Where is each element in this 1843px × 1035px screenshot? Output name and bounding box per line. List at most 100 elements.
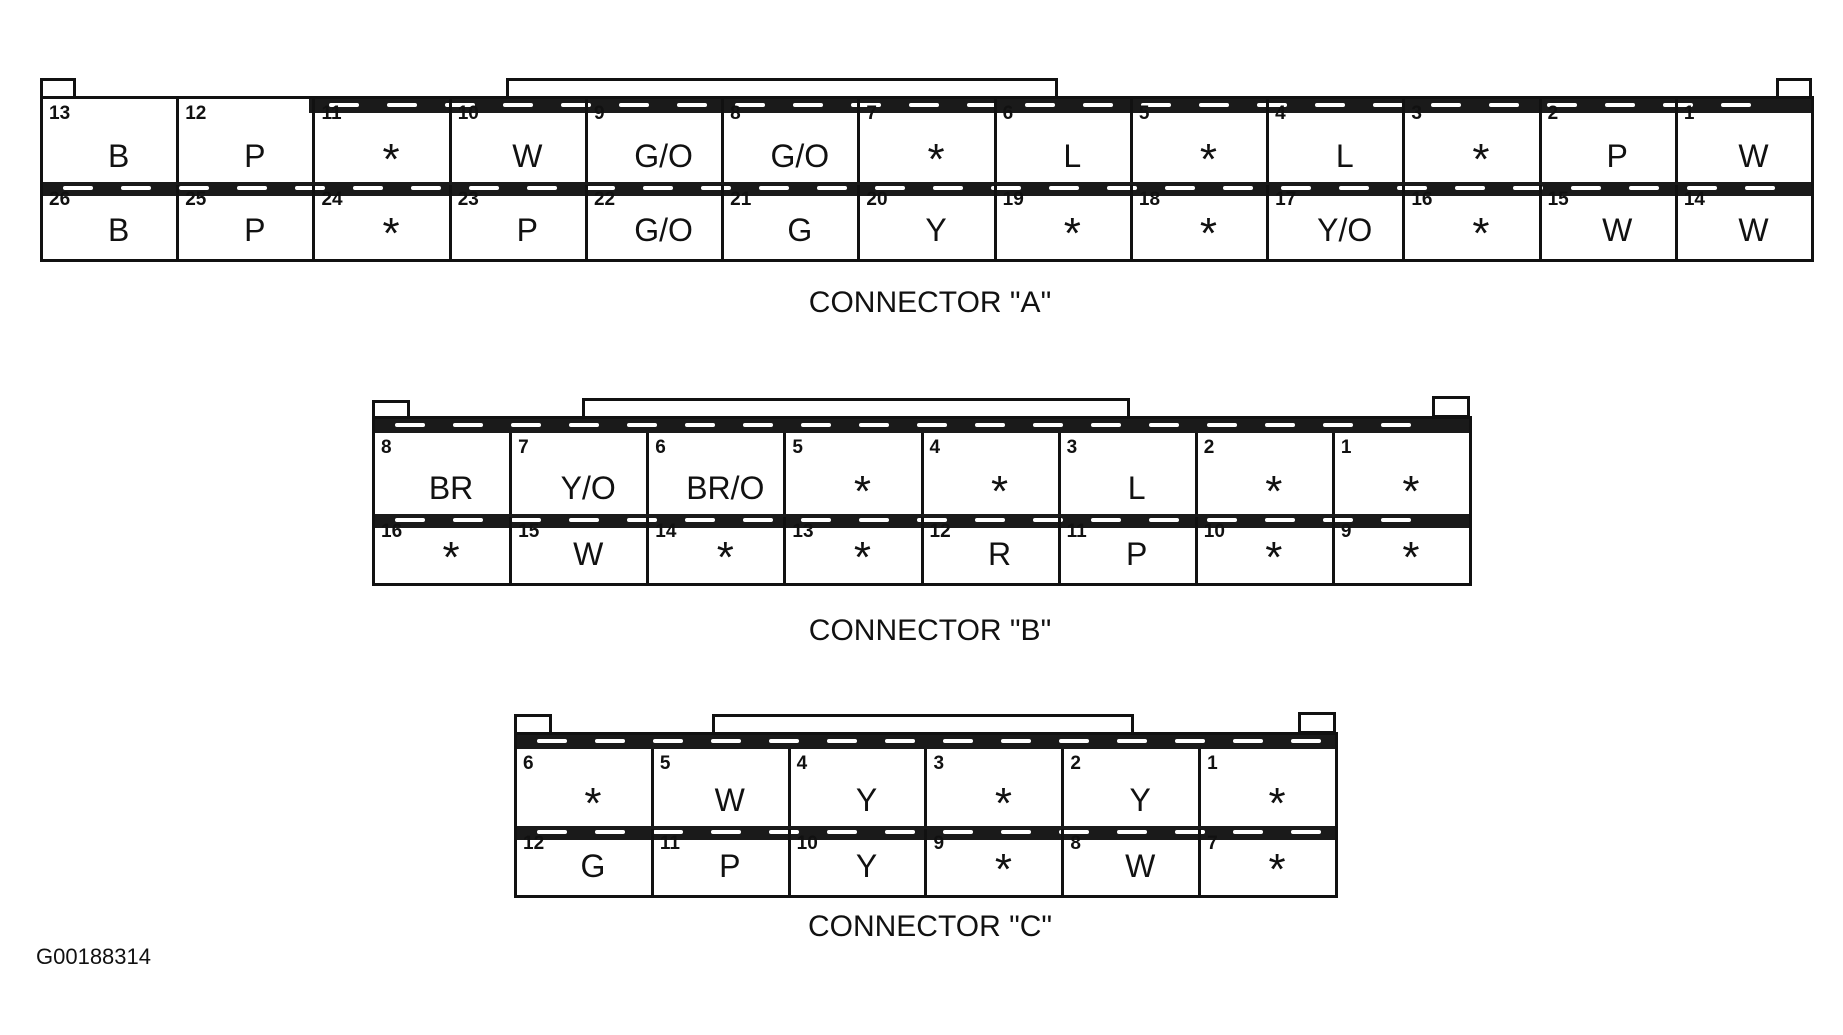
cavity-pin-number: 2 bbox=[1547, 103, 1559, 124]
cavity-pin-number: 13 bbox=[49, 103, 71, 124]
unused-cavity-asterisk-icon: * bbox=[382, 135, 400, 184]
cavity-pin-number: 9 bbox=[593, 103, 605, 124]
unused-cavity-asterisk-icon: * bbox=[1472, 135, 1490, 184]
connector-b-cavity-4: 4* bbox=[924, 433, 1061, 517]
connector-b-cavity-14: 14* bbox=[649, 517, 787, 583]
wire-color-code: P bbox=[244, 138, 266, 174]
wire-color-code: W bbox=[714, 782, 745, 818]
wire-color-code: G/O bbox=[634, 212, 693, 248]
cavity-pin-number: 1 bbox=[1340, 437, 1352, 458]
unused-cavity-asterisk-icon: * bbox=[382, 209, 400, 258]
connector-a-cavity-16: 16* bbox=[1405, 185, 1542, 259]
wire-color-code: G bbox=[787, 212, 813, 248]
unused-cavity-asterisk-icon: * bbox=[584, 779, 602, 828]
unused-cavity-asterisk-icon: * bbox=[1472, 209, 1490, 258]
connector-a-cavity-24: 24* bbox=[315, 185, 452, 259]
unused-cavity-asterisk-icon: * bbox=[1268, 779, 1286, 828]
unused-cavity-asterisk-icon: * bbox=[716, 533, 734, 582]
wire-color-code: W bbox=[1125, 848, 1156, 884]
cavity-pin-number: 4 bbox=[1275, 103, 1286, 124]
unused-cavity-asterisk-icon: * bbox=[853, 467, 871, 516]
connector-a-cavity-3: 3* bbox=[1405, 99, 1542, 185]
wire-color-code: W bbox=[1738, 138, 1769, 174]
cavity-pin-number: 8 bbox=[730, 103, 741, 124]
cavity-pin-number: 17 bbox=[1275, 189, 1297, 210]
cavity-pin-number: 11 bbox=[321, 103, 342, 124]
unused-cavity-asterisk-icon: * bbox=[1402, 533, 1420, 582]
unused-cavity-asterisk-icon: * bbox=[853, 533, 871, 582]
wire-color-code: W bbox=[512, 138, 543, 174]
connector-c-cavity-3: 3* bbox=[927, 749, 1065, 829]
figure-code: G00188314 bbox=[36, 944, 151, 969]
cavity-pin-number: 11 bbox=[659, 833, 680, 854]
connector-c-right-latch bbox=[1298, 712, 1336, 734]
connector-a-cavity-18: 18* bbox=[1133, 185, 1270, 259]
cavity-pin-number: 7 bbox=[518, 437, 529, 458]
unused-cavity-asterisk-icon: * bbox=[1402, 467, 1420, 516]
cavity-pin-number: 9 bbox=[933, 833, 945, 854]
wire-color-code: P bbox=[1126, 536, 1148, 572]
wire-color-code: L bbox=[1127, 470, 1146, 506]
wire-color-code: Y bbox=[855, 782, 878, 818]
cavity-pin-number: 7 bbox=[1207, 833, 1218, 854]
cavity-pin-number: 18 bbox=[1138, 189, 1161, 210]
wire-color-code: B bbox=[107, 138, 130, 174]
cavity-pin-number: 10 bbox=[457, 103, 479, 124]
connector-c-label: CONNECTOR "C" bbox=[807, 910, 1053, 943]
connector-b-cavity-10: 10* bbox=[1198, 517, 1335, 583]
cavity-pin-number: 3 bbox=[933, 753, 945, 774]
wire-color-code: P bbox=[244, 212, 266, 248]
wire-color-code: P bbox=[516, 212, 538, 248]
cavity-pin-number: 4 bbox=[929, 437, 941, 458]
cavity-pin-number: 25 bbox=[185, 189, 207, 210]
cavity-pin-number: 3 bbox=[1066, 437, 1078, 458]
cavity-pin-number: 13 bbox=[792, 521, 814, 542]
cavity-pin-number: 26 bbox=[49, 189, 71, 210]
wire-color-code: G bbox=[580, 848, 606, 884]
cavity-pin-number: 1 bbox=[1683, 103, 1695, 124]
cavity-pin-number: 15 bbox=[518, 521, 540, 542]
wire-color-code: Y/O bbox=[1317, 212, 1373, 248]
wire-color-code: L bbox=[1063, 138, 1082, 174]
connector-b-cavity-2: 2* bbox=[1198, 433, 1335, 517]
wire-color-code: Y bbox=[1129, 782, 1151, 818]
wire-color-code: G/O bbox=[770, 138, 830, 174]
cavity-pin-number: 2 bbox=[1203, 437, 1215, 458]
cavity-pin-number: 12 bbox=[185, 103, 207, 124]
wire-color-code: Y bbox=[855, 848, 878, 884]
connector-c-cavity-9: 9* bbox=[927, 829, 1065, 895]
wire-color-code: P bbox=[1606, 138, 1628, 174]
cavity-pin-number: 20 bbox=[866, 189, 888, 210]
connector-c-cavity-1: 1* bbox=[1201, 749, 1335, 829]
wire-color-code: Y bbox=[925, 212, 947, 248]
connector-b-right-latch bbox=[1432, 396, 1470, 418]
wire-color-code: G/O bbox=[634, 138, 693, 174]
cavity-pin-number: 6 bbox=[523, 753, 534, 774]
unused-cavity-asterisk-icon: * bbox=[442, 533, 460, 582]
cavity-pin-number: 3 bbox=[1411, 103, 1422, 124]
wire-color-code: R bbox=[988, 536, 1012, 572]
cavity-pin-number: 8 bbox=[381, 437, 392, 458]
cavity-pin-number: 5 bbox=[659, 753, 671, 774]
cavity-pin-number: 16 bbox=[381, 521, 403, 542]
cavity-pin-number: 8 bbox=[1070, 833, 1081, 854]
